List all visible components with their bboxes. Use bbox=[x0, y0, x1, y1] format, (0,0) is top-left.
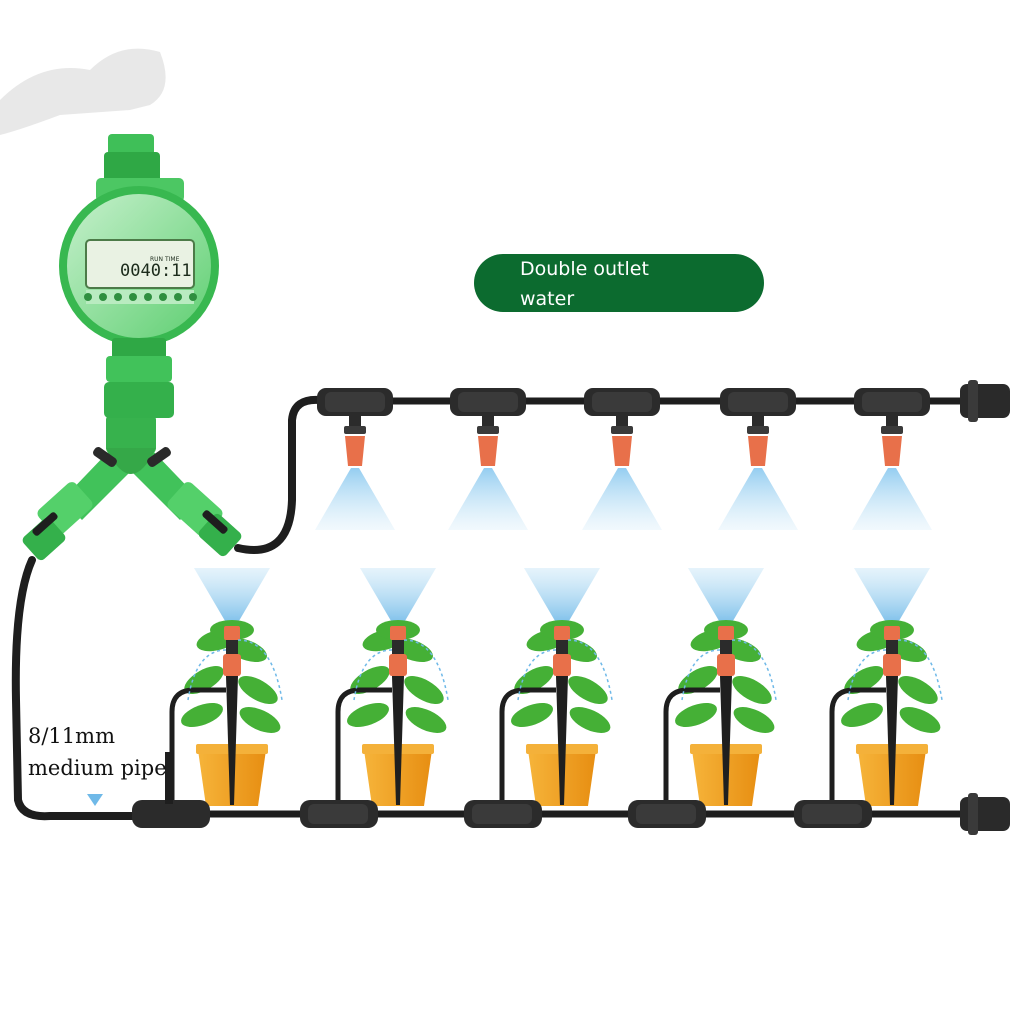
mist-nozzle-icon bbox=[852, 388, 932, 530]
plant-station bbox=[464, 568, 613, 828]
timer-button-icon bbox=[114, 293, 122, 301]
timer-button-icon bbox=[189, 293, 197, 301]
y-splitter-icon bbox=[22, 414, 242, 561]
plant-station bbox=[794, 568, 943, 828]
plant-row bbox=[169, 568, 943, 828]
spray-icon bbox=[854, 568, 930, 626]
supply-pipe-top bbox=[234, 395, 344, 554]
timer-button-icon bbox=[144, 293, 152, 301]
water-timer-icon bbox=[59, 134, 219, 418]
double-outlet-badge: Double outlet water bbox=[474, 254, 764, 312]
mist-nozzle-icon bbox=[315, 388, 395, 530]
plant-station bbox=[169, 568, 283, 806]
timer-button-icon bbox=[174, 293, 182, 301]
plant-station bbox=[300, 568, 449, 828]
mist-nozzle-icon bbox=[448, 388, 528, 530]
spray-icon bbox=[194, 568, 270, 626]
mist-nozzle-icon bbox=[582, 388, 662, 530]
dripper-stake-icon bbox=[223, 626, 241, 805]
dripper-stake-icon bbox=[389, 626, 407, 805]
mist-nozzle-row bbox=[315, 388, 932, 530]
timer-button-icon bbox=[84, 293, 92, 301]
end-plug-icon bbox=[960, 380, 1010, 422]
timer-button-icon bbox=[159, 293, 167, 301]
timer-button-icon bbox=[99, 293, 107, 301]
timer-button-icon bbox=[129, 293, 137, 301]
pipe-type-label: medium pipe bbox=[28, 756, 167, 780]
bottom-start-tee bbox=[132, 752, 210, 828]
pipe-size-label: 8/11mm bbox=[28, 724, 115, 748]
end-plug-icon bbox=[960, 793, 1010, 835]
spray-icon bbox=[524, 568, 600, 626]
badge-line-2: water bbox=[520, 288, 575, 310]
pipe-label: 8/11mm medium pipe bbox=[28, 720, 167, 784]
supply-pipe-bottom bbox=[11, 556, 144, 821]
badge-line-1: Double outlet bbox=[520, 258, 649, 280]
timer-display-time: 0040:11 bbox=[120, 261, 192, 281]
plant-station bbox=[628, 568, 777, 828]
timer-run-time-label: RUN TIME bbox=[150, 256, 180, 263]
timer-button-row bbox=[84, 293, 197, 301]
tap-icon bbox=[0, 48, 166, 135]
dripper-stake-icon bbox=[883, 626, 901, 805]
spray-icon bbox=[688, 568, 764, 626]
dripper-stake-icon bbox=[553, 626, 571, 805]
mist-nozzle-icon bbox=[718, 388, 798, 530]
spray-icon bbox=[360, 568, 436, 626]
arrow-down-icon bbox=[87, 794, 103, 806]
dripper-stake-icon bbox=[717, 626, 735, 805]
